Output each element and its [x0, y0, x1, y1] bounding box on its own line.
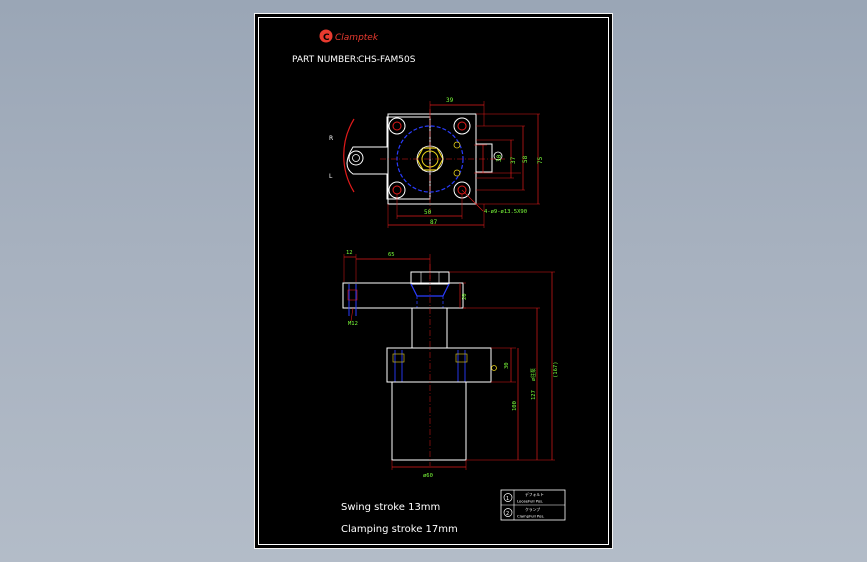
svg-text:30: 30 [496, 154, 503, 162]
dim-side-top: 12 65 [343, 250, 431, 282]
legend-row2-bottom: ClampFull Pos. [517, 514, 545, 519]
clamptek-logo: C Clamptek [319, 29, 379, 43]
swing-marker-l: L [329, 173, 333, 180]
dim-side-right-stack: 30 100 127 ø往泵 (167) [449, 271, 559, 461]
dim-side-167: (167) [553, 361, 559, 378]
svg-text:12: 12 [346, 250, 353, 256]
dim-m12: M12 [348, 321, 358, 327]
dim-right-stack: 30 37 58 75 [474, 113, 544, 205]
dim-side-ref-note: ø往泵 [530, 368, 537, 381]
side-view: 12 65 M12 [342, 250, 559, 479]
part-number-value: CHS-FAM50S [358, 55, 416, 65]
position-legend: 1 2 デフォルト LooseFull Pos. クランプ ClampFull … [500, 489, 566, 521]
top-view: R L [329, 97, 544, 228]
taper-hidden [410, 283, 450, 297]
port-b [453, 169, 461, 177]
port-a [453, 141, 461, 149]
flange-port [491, 365, 497, 371]
sheet-inner-border [258, 17, 609, 545]
clamp-arm-outline [346, 116, 431, 200]
legend-row1-top: デフォルト [525, 492, 544, 497]
hole-callout-leader [461, 189, 484, 212]
hole-callout-text: 4-ø9-ø13.5X90 [484, 209, 527, 215]
svg-text:75: 75 [537, 156, 544, 164]
dim-20: 20 [462, 293, 468, 300]
svg-text:65: 65 [388, 252, 395, 258]
dim-top-width: 39 [429, 97, 485, 126]
svg-text:87: 87 [430, 219, 438, 226]
swing-stroke-note: Swing stroke 13mm [341, 502, 440, 513]
drawing-sheet: C Clamptek PART NUMBER: CHS-FAM50S R L [254, 13, 613, 549]
svg-text:37: 37 [510, 156, 517, 164]
logo-mark-letter: C [323, 33, 330, 43]
svg-text:2: 2 [506, 511, 509, 517]
side-clamp-arm [342, 282, 464, 309]
dim-dia60: ø60 [423, 473, 433, 479]
flange-bolts [392, 350, 468, 382]
dim-side-30: 30 [504, 362, 510, 369]
side-feed-port [493, 151, 503, 161]
dim-side-100: 100 [512, 401, 518, 411]
part-number-label: PART NUMBER: [292, 55, 359, 65]
swing-marker-r: R [329, 135, 333, 142]
dim-bottom-stack: 50 87 [387, 194, 485, 228]
arm-tip-bolt [352, 154, 360, 162]
clamptek-logo-icon [319, 29, 333, 43]
svg-text:39: 39 [446, 97, 454, 104]
cylinder-body [391, 381, 467, 461]
swing-arc [343, 118, 355, 193]
side-flange [386, 347, 492, 383]
clamping-stroke-note: Clamping stroke 17mm [341, 524, 458, 535]
piston-rod [411, 307, 448, 349]
side-feed-block [475, 143, 493, 173]
legend-symbol-2 [503, 508, 513, 517]
legend-symbol-1 [503, 493, 513, 502]
dim-side-127: 127 [531, 390, 537, 400]
legend-row1-bottom: LooseFull Pos. [517, 499, 543, 504]
svg-text:1: 1 [506, 496, 509, 502]
logo-brand-text: Clamptek [335, 33, 379, 43]
svg-text:50: 50 [424, 209, 432, 216]
arm-tip-hole [348, 150, 364, 166]
svg-text:58: 58 [522, 155, 529, 163]
legend-row2-top: クランプ [525, 507, 540, 512]
drawing-canvas: C Clamptek PART NUMBER: CHS-FAM50S R L [292, 29, 566, 535]
